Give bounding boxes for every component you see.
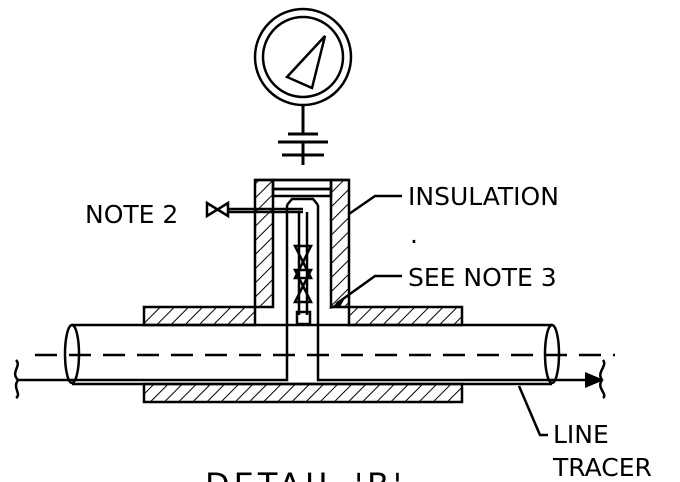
gauge-stem — [278, 105, 328, 165]
see-note3-leader — [335, 274, 402, 306]
gauge-needle-icon — [284, 35, 327, 90]
tracer-flow-arrow-icon — [585, 372, 604, 388]
insulation-flange-top — [142, 305, 464, 327]
gauge-outer-ring — [253, 7, 353, 107]
detail-title: DETAIL 'B' — [205, 466, 406, 482]
pressure-gauge — [253, 7, 353, 107]
valve-lower-icon — [292, 268, 314, 289]
tracer-line — [13, 197, 606, 400]
line-tracer-leader — [517, 385, 548, 437]
insulation-flange-bottom — [142, 382, 464, 404]
insulation-leader — [348, 194, 402, 216]
vent-valve-icon — [205, 200, 230, 219]
insulation-dot: . — [410, 220, 418, 249]
see-note3-arrow-icon — [329, 296, 346, 309]
instrument-tube — [292, 212, 314, 326]
note2-label: NOTE 2 — [85, 200, 178, 229]
valve-lower-bottom-icon — [292, 283, 314, 304]
fitting-connector — [295, 310, 312, 326]
insulation-label: INSULATION — [408, 182, 559, 211]
tracer-label: TRACER — [552, 453, 652, 482]
vent-line — [205, 200, 303, 219]
leader-lines — [335, 194, 548, 437]
valve-upper-icon — [292, 244, 314, 265]
see-note3-label: SEE NOTE 3 — [408, 263, 557, 292]
gauge-inner-ring — [261, 15, 345, 99]
fitting-blocks — [271, 178, 333, 198]
line-label: LINE — [553, 420, 609, 449]
